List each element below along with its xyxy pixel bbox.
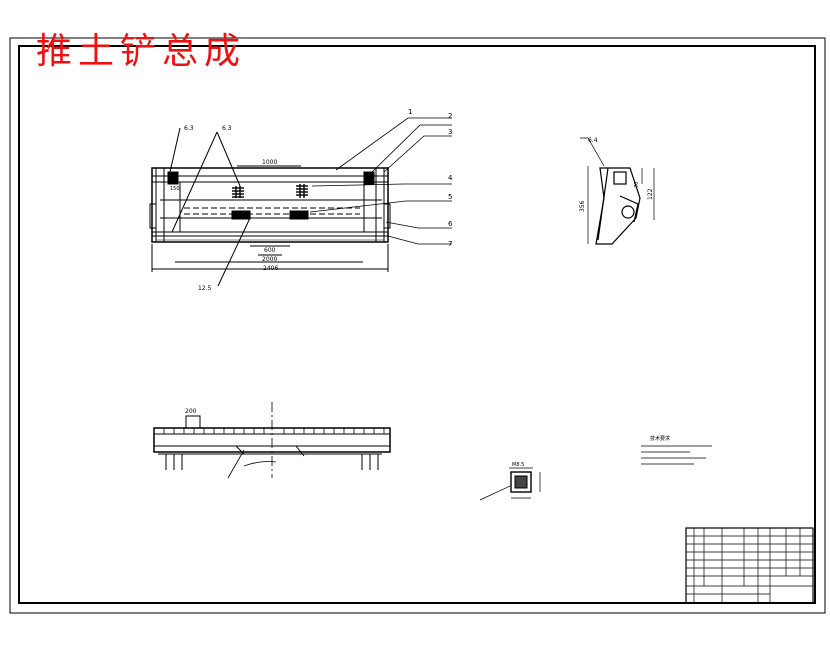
dim-mid-bottom: 2000 [262, 256, 277, 263]
front-view [149, 127, 391, 287]
dim-inner-bottom: 600 [264, 247, 276, 254]
dim-top: 1000 [262, 159, 277, 166]
part-number-4: 4 [448, 174, 453, 182]
title-block [685, 527, 814, 604]
inner-border [18, 45, 816, 604]
part-leaders [309, 117, 452, 245]
side-view [580, 137, 655, 245]
part-number-2: 2 [448, 112, 452, 120]
part-number-1: 1 [408, 108, 412, 116]
part-number-5: 5 [448, 193, 452, 201]
bottom-view-label: 200 [185, 408, 197, 415]
part-number-7: 7 [448, 240, 452, 248]
dim-overall: 2406 [263, 265, 278, 272]
side-dim-right: 122 [647, 188, 654, 200]
outer-border [9, 37, 826, 614]
side-dim-right-inner: 70 [634, 182, 640, 188]
technical-requirements-heading: 技术要求 [650, 435, 670, 442]
roughness-bottom: 12.5 [198, 285, 212, 292]
part-number-3: 3 [448, 128, 452, 136]
drawing-title: 推土铲总成 [36, 31, 247, 72]
part-number-6: 6 [448, 220, 453, 228]
technical-requirements-block [641, 445, 712, 465]
side-dim-height: 356 [579, 200, 586, 212]
side-roughness: 6.4 [588, 137, 598, 144]
bottom-view [153, 402, 391, 479]
roughness-top-left: 6.3 [184, 125, 194, 132]
roughness-top-mid: 6.3 [222, 125, 232, 132]
detail-view [479, 467, 541, 501]
bottom-view-teeth [163, 428, 385, 434]
detail-view-label: M8.5 [512, 462, 524, 468]
dim-left-small: 150 [170, 186, 180, 192]
